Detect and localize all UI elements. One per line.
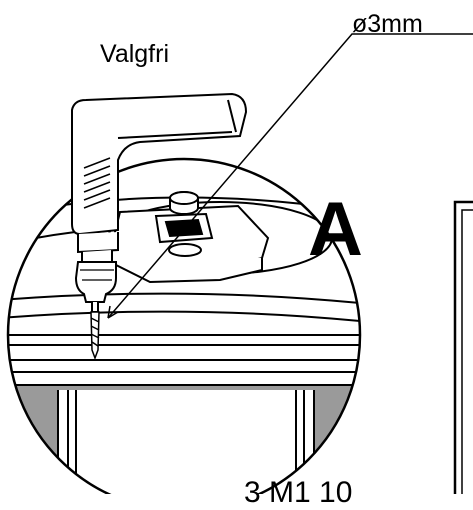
drill-bit-icon	[90, 311, 100, 361]
diagram-canvas: Valgfri ø3mm A 3 M1 10	[6, 10, 473, 510]
drill-diameter-label: ø3mm	[352, 10, 423, 38]
side-panel	[453, 200, 473, 494]
diameter-leader	[107, 33, 473, 319]
mounting-plate	[108, 191, 270, 284]
part-letter-label: A	[308, 187, 363, 272]
screw-size-label: 3 M1 10	[244, 476, 353, 509]
optional-label: Valgfri	[100, 40, 170, 68]
power-drill-icon	[71, 92, 248, 313]
detail-circle	[6, 157, 362, 510]
diagram-drawing	[6, 33, 473, 510]
table-lines	[8, 196, 360, 494]
